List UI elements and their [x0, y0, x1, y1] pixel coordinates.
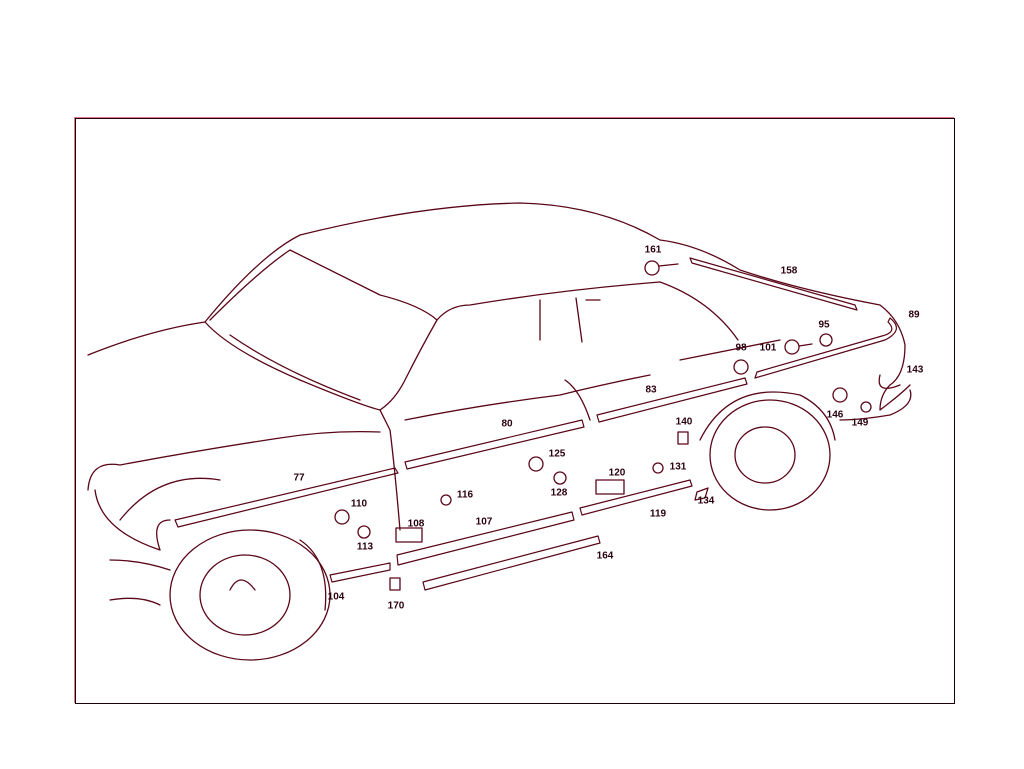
callout-125[interactable]: 125 — [548, 448, 566, 460]
callout-98[interactable]: 98 — [735, 342, 747, 354]
callout-146[interactable]: 146 — [826, 409, 844, 421]
callout-108[interactable]: 108 — [407, 518, 425, 530]
callout-131[interactable]: 131 — [669, 461, 687, 473]
callout-104[interactable]: 104 — [327, 591, 345, 603]
callout-161[interactable]: 161 — [644, 244, 662, 256]
molding-strips — [174, 257, 897, 591]
callout-143[interactable]: 143 — [906, 364, 924, 376]
car-body-outline — [87, 202, 912, 606]
callout-110[interactable]: 110 — [350, 498, 368, 510]
front-wheel — [169, 529, 331, 661]
callout-149[interactable]: 149 — [851, 417, 869, 429]
callout-134[interactable]: 134 — [697, 495, 715, 507]
callout-77[interactable]: 77 — [293, 472, 305, 484]
clips-and-fasteners — [334, 260, 901, 591]
callout-116[interactable]: 116 — [456, 489, 474, 501]
callout-140[interactable]: 140 — [675, 416, 693, 428]
callout-83[interactable]: 83 — [645, 384, 657, 396]
callout-170[interactable]: 170 — [387, 600, 405, 612]
callout-113[interactable]: 113 — [356, 541, 374, 553]
rear-wheel — [699, 391, 836, 511]
callout-89[interactable]: 89 — [908, 309, 920, 321]
callout-158[interactable]: 158 — [780, 265, 798, 277]
callout-95[interactable]: 95 — [818, 319, 830, 331]
callout-119[interactable]: 119 — [649, 508, 667, 520]
callout-164[interactable]: 164 — [596, 550, 614, 562]
callout-80[interactable]: 80 — [501, 418, 513, 430]
callout-107[interactable]: 107 — [475, 516, 493, 528]
callout-101[interactable]: 101 — [759, 342, 777, 354]
callout-128[interactable]: 128 — [550, 487, 568, 499]
diagram-frame — [75, 118, 955, 704]
callout-120[interactable]: 120 — [608, 467, 626, 479]
